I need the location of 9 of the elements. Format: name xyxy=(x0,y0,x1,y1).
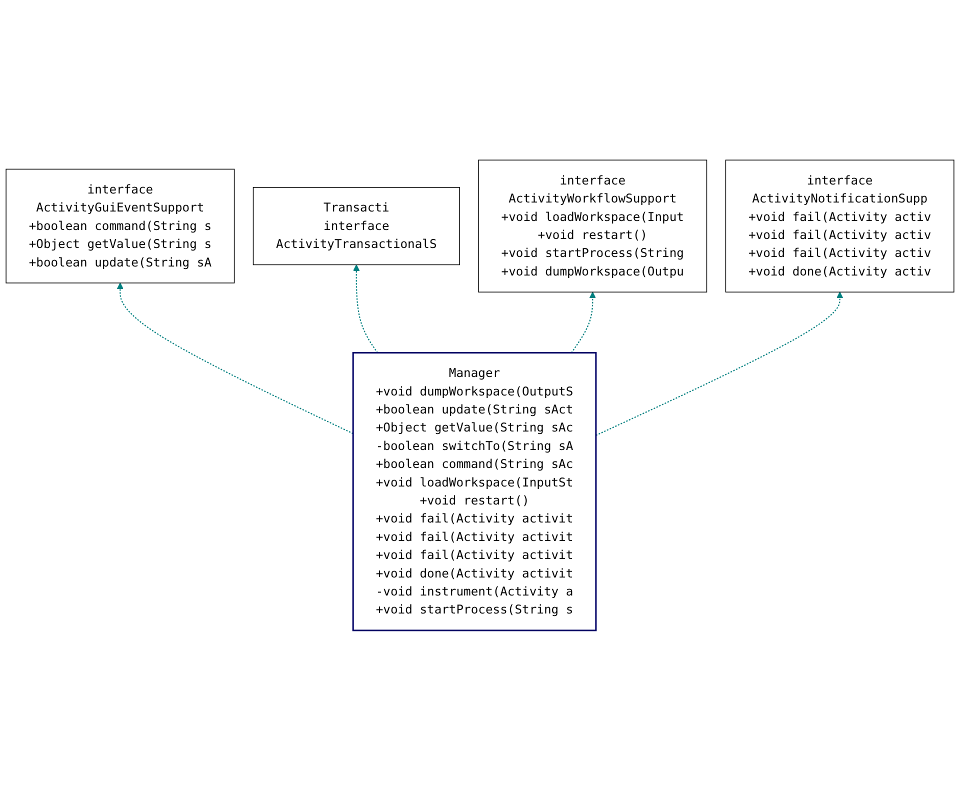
node-box: Transacti interface ActivityTransactionalS xyxy=(252,186,460,265)
arrow xyxy=(116,282,354,434)
node-box: interface ActivityNotificationSupp +void fail(Activity activ +void fail(Activity activ +void fail(Activity activ +void done(Activity activ xyxy=(725,159,954,292)
node-box: Manager +void dumpWorkspace(OutputS +boolean update(String sAct +Object getValue(String sAc -boolean switchTo(String sA +boolean command(String sAc +void loadWorkspace(InputSt +void restart() +void fail(Activity activit +void fail(Activity activit +void fail(Activity activit +void done(Activity activit -void instrument(Activity a +void startProcess(String s xyxy=(352,352,597,631)
arrow xyxy=(570,292,596,353)
node-box: interface ActivityGuiEventSupport +boolean command(String s +Object getValue(String s +boolean update(String sA xyxy=(6,168,235,284)
node-box: interface ActivityWorkflowSupport +void loadWorkspace(Input +void restart() +void startProcess(String +void dumpWorkspace(Outpu xyxy=(478,159,708,292)
arrow xyxy=(596,292,844,436)
arrow xyxy=(353,264,378,353)
